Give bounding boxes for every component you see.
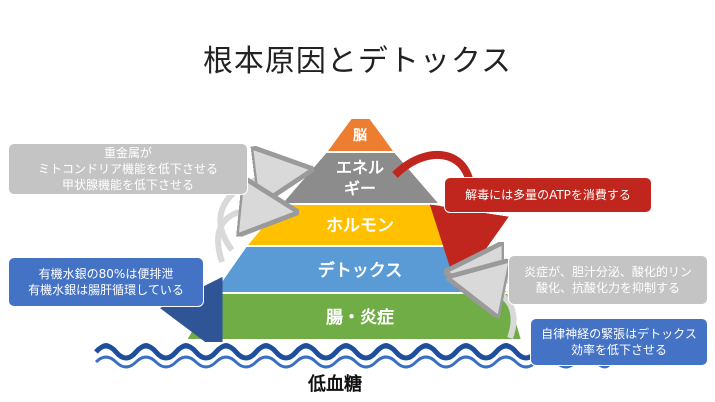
layer-label-gut: 腸・炎症 — [326, 307, 394, 328]
layer-label-brain: 脳 — [353, 127, 367, 144]
callout-organic-mercury: 有機水銀の80%は便排泄 有機水銀は腸肝循環している — [8, 257, 204, 307]
layer-label-energy-line2: ギー — [344, 179, 376, 198]
callout-autonomic-nerves: 自律神経の緊張はデトックス 効率を低下させる — [530, 318, 708, 366]
base-label-hypoglycemia: 低血糖 — [308, 374, 362, 395]
callout-inflammation: 炎症が、胆汁分泌、酸化的リン 酸化、抗酸化力を抑制する — [508, 255, 708, 305]
arrow-metals-to-hormone — [215, 209, 275, 263]
callout-atp-consumption: 解毒には多量のATPを消費する — [444, 177, 652, 213]
callout-heavy-metals: 重金属が ミトコンドリア機能を低下させる 甲状腺機能を低下させる — [8, 143, 248, 195]
slide-title: 根本原因とデトックス — [202, 44, 513, 79]
layer-label-hormone: ホルモン — [326, 216, 394, 236]
layer-label-energy-line1: エネル — [336, 158, 384, 177]
wave-band — [94, 342, 614, 369]
layer-label-detox: デトックス — [318, 260, 403, 281]
arrow-metals-to-energy — [217, 172, 290, 252]
